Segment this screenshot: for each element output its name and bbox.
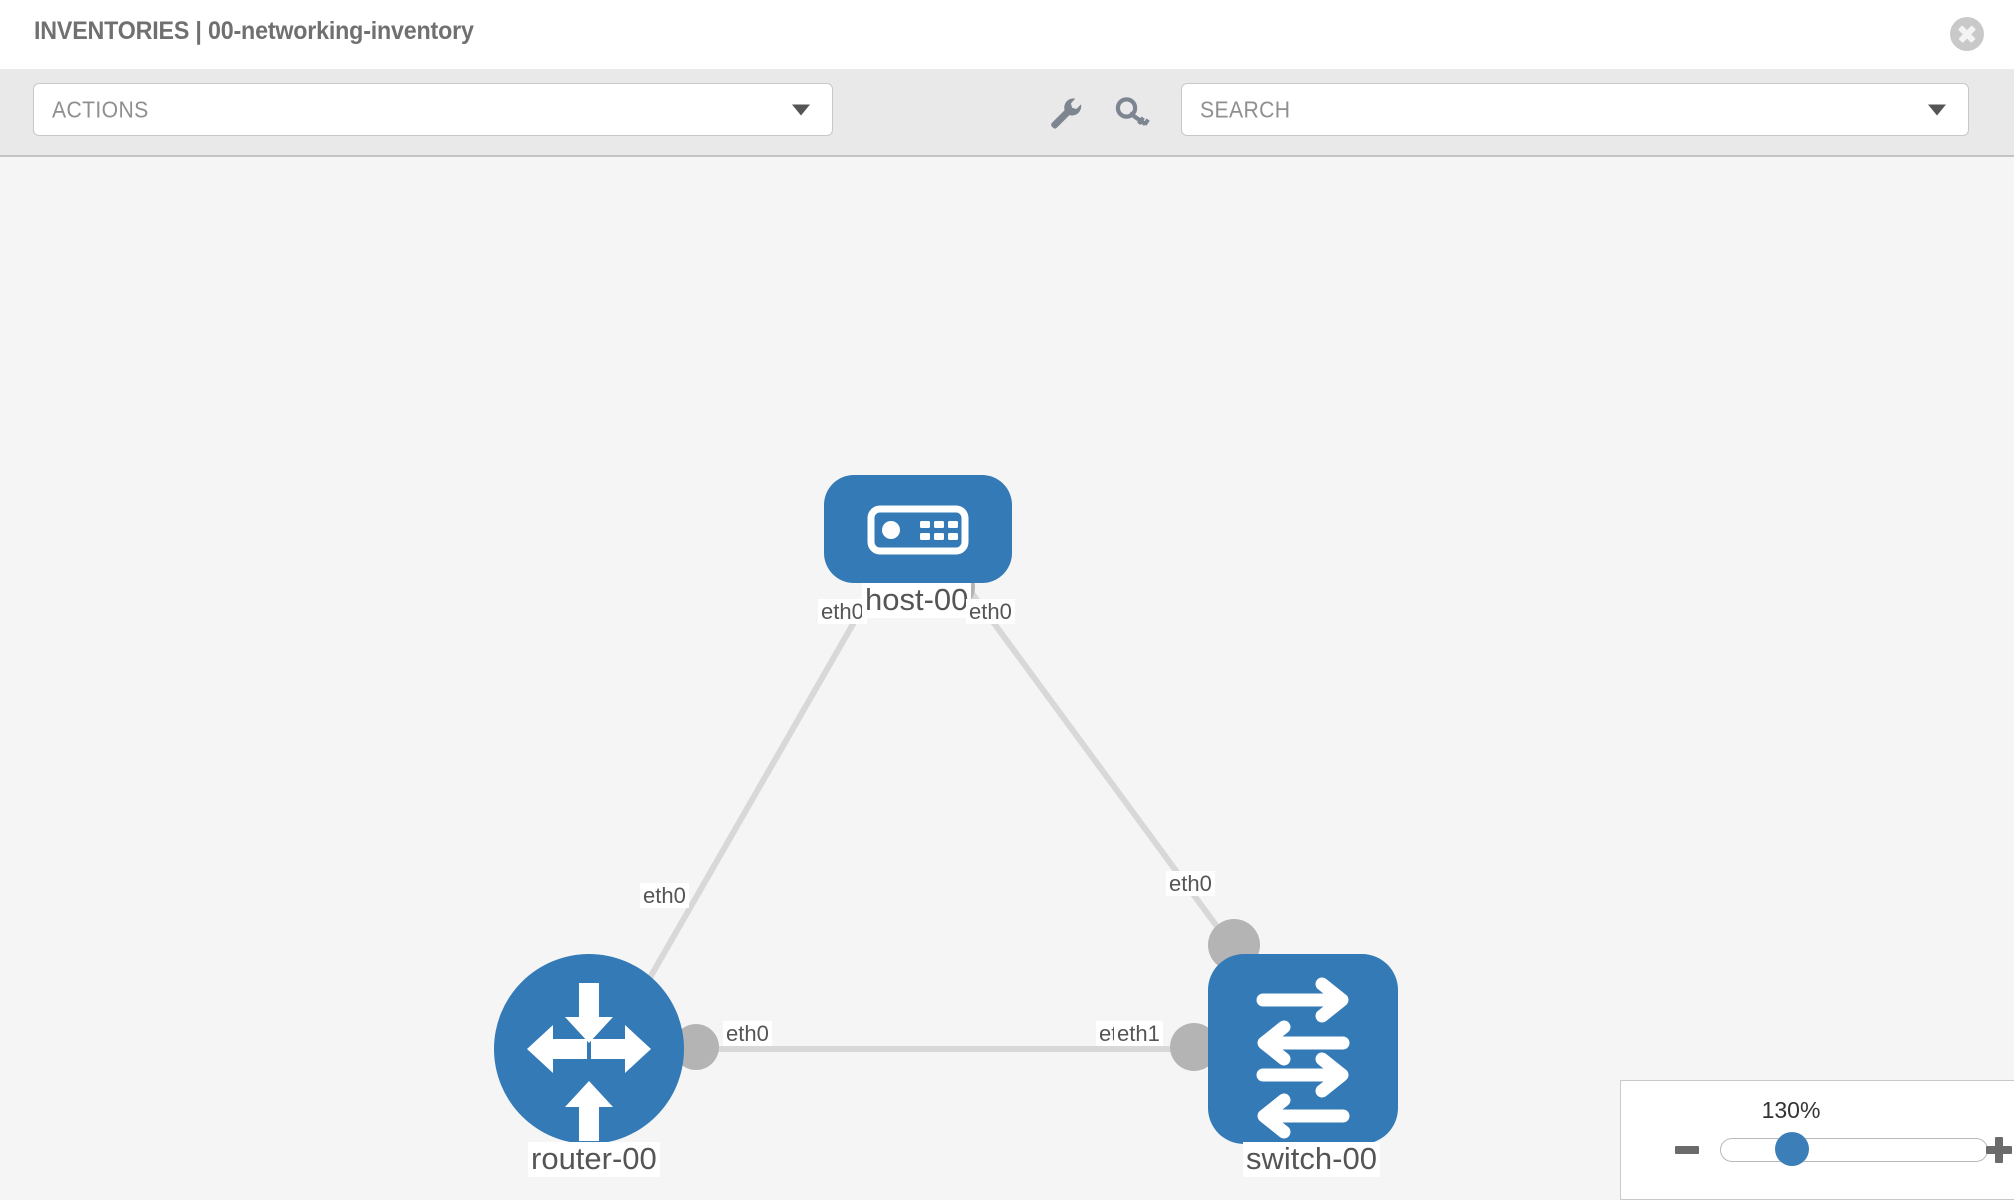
node-host-00 (824, 475, 1012, 583)
actions-dropdown[interactable]: ACTIONS (33, 83, 833, 136)
iface-label-router00-eth0: eth0 (723, 1021, 772, 1047)
topology-connectors (673, 564, 1260, 1071)
actions-dropdown-label: ACTIONS (52, 96, 149, 122)
topology-canvas[interactable]: eth0 host-00 eth0 eth0 eth0 eth0 eth0 et… (0, 157, 2014, 1200)
close-icon[interactable] (1950, 17, 1984, 51)
topology-edges (637, 575, 1235, 1052)
minus-icon (1675, 1146, 1699, 1154)
zoom-slider-track[interactable] (1720, 1138, 1988, 1162)
topology-graph (494, 475, 1398, 1144)
node-host-00-body (824, 475, 1012, 583)
node-label-router-00: router-00 (528, 1142, 660, 1177)
window-titlebar: INVENTORIES | 00-networking-inventory (0, 0, 2014, 69)
iface-label-router00-eth0-uplink: eth0 (640, 883, 689, 909)
plus-icon-vertical (1995, 1137, 2003, 1163)
page-title: INVENTORIES | 00-networking-inventory (34, 17, 474, 45)
host-icon (867, 505, 969, 555)
search-input[interactable]: SEARCH (1181, 83, 1969, 136)
iface-label-host00-eth0-left: eth0 (818, 599, 867, 625)
zoom-out-button[interactable] (1675, 1136, 1703, 1164)
search-chevron-down-icon (1928, 104, 1946, 115)
zoom-in-button[interactable] (1986, 1136, 2014, 1164)
zoom-level-label: 130% (1761, 1097, 1821, 1123)
node-label-switch-00: switch-00 (1243, 1142, 1380, 1177)
node-label-host-00: host-00 (862, 583, 972, 618)
connector-switch00-eth1 (1170, 1023, 1218, 1071)
node-router-00-body (494, 954, 684, 1144)
edge-host00-router00 (637, 575, 883, 997)
iface-label-host00-eth0-right: eth0 (966, 599, 1015, 625)
key-icon[interactable] (1113, 92, 1153, 132)
chevron-down-icon (792, 104, 810, 115)
zoom-slider-thumb[interactable] (1775, 1132, 1809, 1166)
router-icon (527, 983, 651, 1141)
node-switch-00 (1208, 954, 1398, 1144)
iface-label-switch00-eth1: eth1 (1114, 1021, 1163, 1047)
iface-label-switch00-eth0-uplink: eth0 (1166, 871, 1215, 897)
node-router-00 (494, 954, 684, 1144)
wrench-icon[interactable] (1045, 92, 1085, 132)
search-placeholder: SEARCH (1200, 96, 1291, 122)
switch-icon (1256, 977, 1350, 1139)
connector-router00-eth0 (673, 1024, 719, 1070)
zoom-control-panel: 130% (1620, 1080, 2014, 1200)
